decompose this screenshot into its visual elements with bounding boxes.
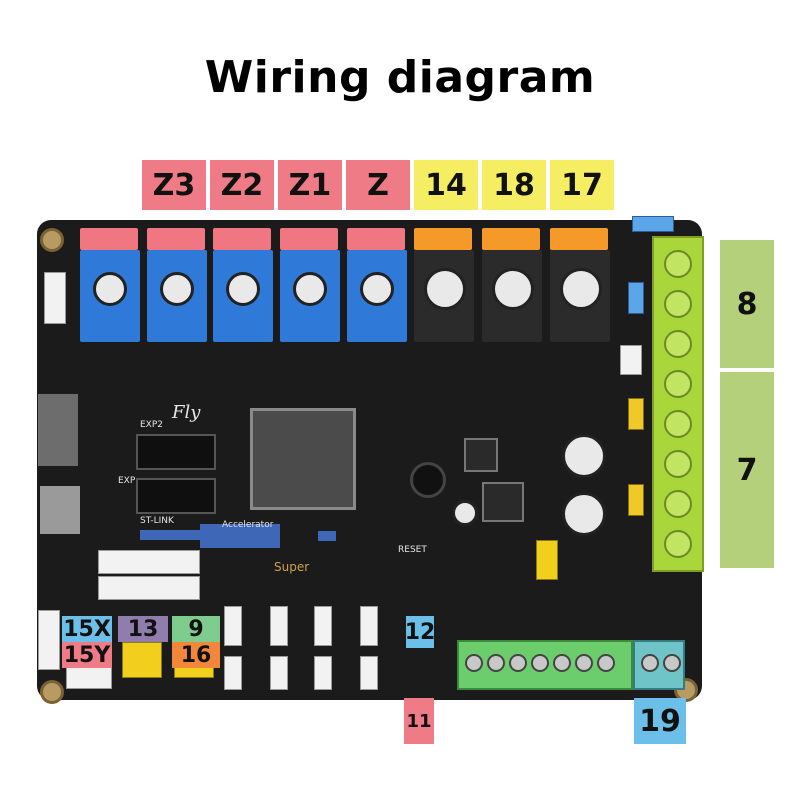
endstop-connector bbox=[270, 606, 288, 646]
label-14: 14 bbox=[414, 160, 478, 210]
silkscreen-text: Accelerator bbox=[222, 520, 274, 530]
label-z2: Z2 bbox=[210, 160, 274, 210]
mounting-hole bbox=[674, 678, 698, 702]
sd-card-slot bbox=[40, 486, 80, 534]
fuse bbox=[632, 216, 674, 232]
wifi-module bbox=[38, 394, 78, 466]
endstop-connector bbox=[270, 656, 288, 690]
inductor bbox=[464, 438, 498, 472]
silkscreen-text: RESET bbox=[398, 545, 427, 555]
label-13: 13 bbox=[118, 616, 168, 642]
pin-header bbox=[318, 531, 336, 541]
label-16: 16 bbox=[172, 642, 220, 668]
capacitor bbox=[424, 268, 466, 310]
pin-header bbox=[200, 524, 280, 548]
silkscreen-text: EXP bbox=[118, 476, 136, 486]
terminal-screw bbox=[664, 370, 692, 398]
motor-connector bbox=[80, 228, 138, 250]
terminal-screw bbox=[575, 654, 593, 672]
label-9: 9 bbox=[172, 616, 220, 642]
fuse bbox=[628, 282, 644, 314]
mounting-hole bbox=[40, 680, 64, 704]
output-terminal-block bbox=[457, 640, 633, 690]
terminal-screw bbox=[664, 330, 692, 358]
capacitor bbox=[226, 272, 260, 306]
exp2-header bbox=[136, 434, 216, 470]
screen-connector bbox=[38, 610, 60, 670]
fuse bbox=[628, 398, 644, 430]
heater-connector bbox=[550, 228, 608, 250]
silkscreen-text: ST-LINK bbox=[140, 516, 174, 526]
terminal-screw bbox=[664, 290, 692, 318]
motor-connector bbox=[347, 228, 405, 250]
terminal-screw bbox=[664, 410, 692, 438]
fan-connector bbox=[122, 642, 162, 678]
motor-connector bbox=[213, 228, 271, 250]
motor-connector bbox=[147, 228, 205, 250]
endstop-connector bbox=[314, 606, 332, 646]
inductor bbox=[482, 482, 524, 522]
motor-connector bbox=[280, 228, 338, 250]
terminal-screw bbox=[553, 654, 571, 672]
exp-header bbox=[136, 478, 216, 514]
board-name: Fly bbox=[172, 402, 201, 423]
terminal-screw bbox=[487, 654, 505, 672]
jst-connector bbox=[98, 550, 200, 574]
power-terminal-block bbox=[652, 236, 704, 572]
buzzer bbox=[410, 462, 446, 498]
endstop-connector bbox=[224, 606, 242, 646]
label-15y: 15Y bbox=[62, 642, 112, 668]
page-title: Wiring diagram bbox=[204, 52, 596, 103]
terminal-screw bbox=[664, 490, 692, 518]
label-18: 18 bbox=[482, 160, 546, 210]
capacitor bbox=[452, 500, 478, 526]
jst-connector bbox=[620, 345, 642, 375]
fuse bbox=[628, 484, 644, 516]
label-15x: 15X bbox=[62, 616, 112, 642]
pin-header bbox=[140, 530, 210, 540]
terminal-screw bbox=[641, 654, 659, 672]
heater-connector bbox=[414, 228, 472, 250]
capacitor bbox=[492, 268, 534, 310]
mounting-hole bbox=[40, 228, 64, 252]
endstop-connector bbox=[360, 606, 378, 646]
heater-connector bbox=[482, 228, 540, 250]
capacitor bbox=[560, 268, 602, 310]
capacitor bbox=[93, 272, 127, 306]
jst-connector bbox=[98, 576, 200, 600]
terminal-screw bbox=[664, 250, 692, 278]
capacitor bbox=[293, 272, 327, 306]
terminal-screw bbox=[664, 450, 692, 478]
endstop-connector bbox=[66, 665, 112, 689]
terminal-screw bbox=[663, 654, 681, 672]
capacitor bbox=[562, 434, 606, 478]
terminal-screw bbox=[509, 654, 527, 672]
terminal-screw bbox=[465, 654, 483, 672]
label-z: Z bbox=[346, 160, 410, 210]
label-7: 7 bbox=[720, 372, 774, 568]
mcu-chip bbox=[250, 408, 356, 510]
silkscreen-text: EXP2 bbox=[140, 420, 164, 430]
endstop-connector bbox=[314, 656, 332, 690]
terminal-screw bbox=[664, 530, 692, 558]
label-12: 12 bbox=[405, 616, 435, 648]
terminal-screw bbox=[531, 654, 549, 672]
capacitor bbox=[360, 272, 394, 306]
bed-terminal-block bbox=[633, 640, 685, 690]
label-z1: Z1 bbox=[278, 160, 342, 210]
capacitor bbox=[562, 492, 606, 536]
label-z3: Z3 bbox=[142, 160, 206, 210]
label-11: 11 bbox=[404, 698, 434, 744]
label-8: 8 bbox=[720, 240, 774, 368]
can-connector bbox=[44, 272, 66, 324]
terminal-screw bbox=[597, 654, 615, 672]
silkscreen-text: Super bbox=[274, 560, 310, 574]
endstop-connector bbox=[224, 656, 242, 690]
fan-connector bbox=[536, 540, 558, 580]
label-19: 19 bbox=[634, 698, 686, 744]
endstop-connector bbox=[360, 656, 378, 690]
label-17: 17 bbox=[550, 160, 614, 210]
capacitor bbox=[160, 272, 194, 306]
